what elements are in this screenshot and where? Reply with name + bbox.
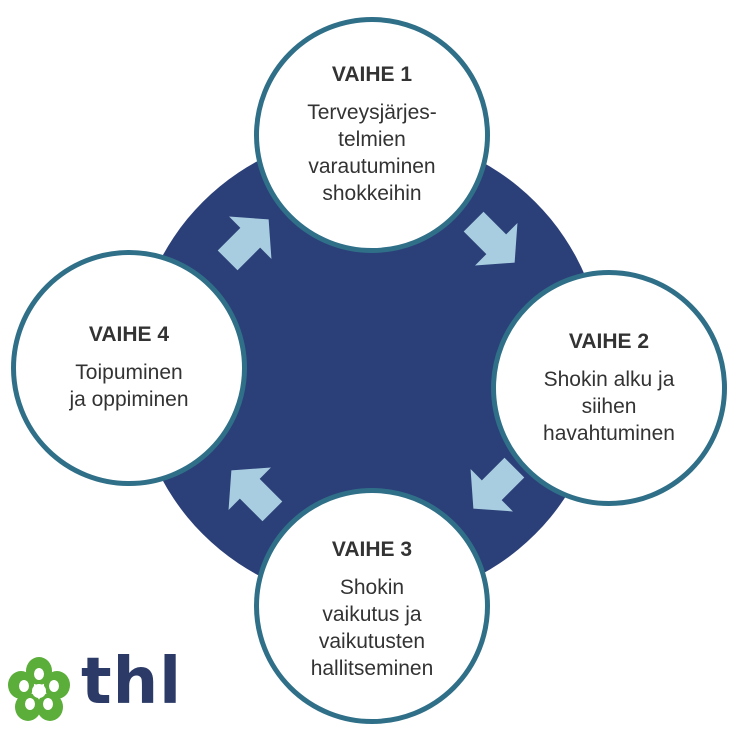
arrow-phase2-to-phase3-icon xyxy=(470,457,525,512)
phase-2-title: VAIHE 2 xyxy=(568,329,650,353)
phase-4-text: Toipuminen ja oppiminen xyxy=(69,361,189,411)
phase-1-circle: VAIHE 1 Terveysjärjes- telmien varautumi… xyxy=(254,17,490,253)
phase-3-text: Shokin vaikutus ja vaikutusten hallitsem… xyxy=(310,576,434,680)
phase-3-circle: VAIHE 3 Shokin vaikutus ja vaikutusten h… xyxy=(254,488,490,724)
phase-4-title: VAIHE 4 xyxy=(88,323,170,346)
phase-2-text: Shokin alku ja siihen havahtuminen xyxy=(543,367,675,445)
thl-flower-icon xyxy=(8,657,70,721)
thl-logo: thl xyxy=(4,645,204,725)
thl-logo-text: thl xyxy=(81,645,183,719)
arrow-phase3-to-phase4-icon xyxy=(228,467,283,522)
phase-4-circle: VAIHE 4 Toipuminen ja oppiminen xyxy=(11,250,247,486)
phase-1-title: VAIHE 1 xyxy=(331,63,413,86)
phase-3-title: VAIHE 3 xyxy=(331,538,413,561)
phase-2-circle: VAIHE 2 Shokin alku ja siihen havahtumin… xyxy=(491,270,727,506)
arrow-phase4-to-phase1-icon xyxy=(217,216,272,271)
phase-1-text: Terveysjärjes- telmien varautuminen shok… xyxy=(307,101,437,205)
arrow-phase1-to-phase2-icon xyxy=(463,211,518,266)
